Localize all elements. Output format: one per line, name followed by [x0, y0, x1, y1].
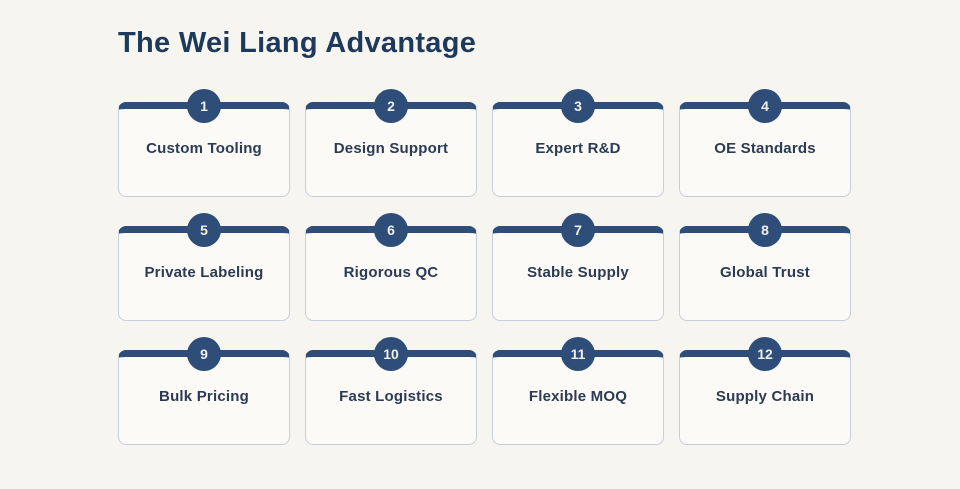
card-number-badge: 5 — [187, 213, 221, 247]
card-number-badge: 11 — [561, 337, 595, 371]
card-number-badge: 4 — [748, 89, 782, 123]
card-label: OE Standards — [714, 140, 816, 157]
advantage-card-10: 10 Fast Logistics — [305, 337, 477, 445]
advantage-card-3: 3 Expert R&D — [492, 89, 664, 197]
advantage-card-1: 1 Custom Tooling — [118, 89, 290, 197]
card-label: Supply Chain — [715, 388, 815, 405]
card-label: Expert R&D — [535, 140, 621, 157]
card-number-badge: 8 — [748, 213, 782, 247]
advantage-card-9: 9 Bulk Pricing — [118, 337, 290, 445]
card-number-badge: 2 — [374, 89, 408, 123]
card-number-badge: 10 — [374, 337, 408, 371]
card-label: Design Support — [333, 140, 449, 157]
card-label: Custom Tooling — [146, 140, 262, 157]
card-number: 10 — [383, 346, 399, 362]
advantage-card-7: 7 Stable Supply — [492, 213, 664, 321]
advantage-grid: 1 Custom Tooling 2 Design Support 3 Expe… — [118, 89, 960, 445]
card-label: Bulk Pricing — [159, 388, 249, 405]
card-number: 6 — [387, 222, 395, 238]
card-number-badge: 1 — [187, 89, 221, 123]
advantage-card-8: 8 Global Trust — [679, 213, 851, 321]
advantage-card-2: 2 Design Support — [305, 89, 477, 197]
card-number: 1 — [200, 98, 208, 114]
card-number-badge: 12 — [748, 337, 782, 371]
card-number-badge: 7 — [561, 213, 595, 247]
card-number-badge: 6 — [374, 213, 408, 247]
card-label: Stable Supply — [527, 264, 629, 281]
card-number: 11 — [570, 346, 586, 362]
card-label: Flexible MOQ — [528, 388, 628, 405]
card-number: 7 — [574, 222, 582, 238]
card-number: 3 — [574, 98, 582, 114]
advantage-card-5: 5 Private Labeling — [118, 213, 290, 321]
card-number: 5 — [200, 222, 208, 238]
card-number-badge: 3 — [561, 89, 595, 123]
advantage-card-4: 4 OE Standards — [679, 89, 851, 197]
card-number: 2 — [387, 98, 395, 114]
card-number: 4 — [761, 98, 769, 114]
advantage-card-6: 6 Rigorous QC — [305, 213, 477, 321]
page-title: The Wei Liang Advantage — [118, 27, 477, 59]
advantage-card-11: 11 Flexible MOQ — [492, 337, 664, 445]
card-number: 8 — [761, 222, 769, 238]
card-label: Global Trust — [720, 264, 810, 281]
advantage-card-12: 12 Supply Chain — [679, 337, 851, 445]
card-label: Private Labeling — [144, 264, 264, 281]
card-number: 9 — [200, 346, 208, 362]
card-label: Fast Logistics — [339, 388, 443, 405]
card-label: Rigorous QC — [343, 264, 439, 281]
page: The Wei Liang Advantage 1 Custom Tooling… — [118, 27, 960, 445]
card-number-badge: 9 — [187, 337, 221, 371]
card-number: 12 — [757, 346, 773, 362]
